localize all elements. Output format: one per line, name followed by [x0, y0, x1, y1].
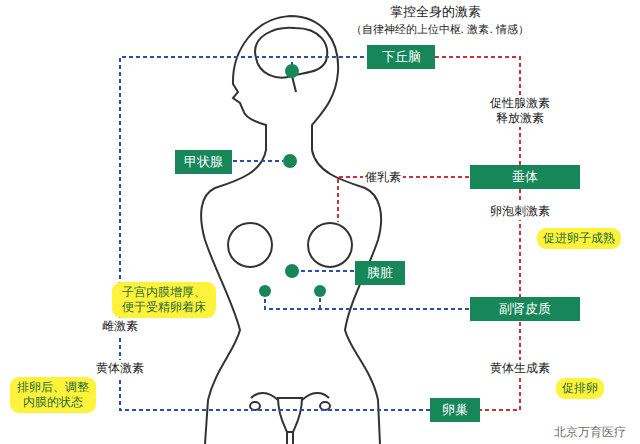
- node-text-group: 垂体: [512, 168, 538, 186]
- hormone-label: 促性腺激素释放激素: [487, 95, 553, 127]
- hormone-pathway: [120, 57, 430, 410]
- breast: [308, 223, 352, 267]
- node-text: 促进卵子成熟: [543, 231, 615, 246]
- node-text: 副肾皮质: [499, 300, 551, 318]
- brain: [255, 28, 327, 78]
- hormone-organ-box: 卵巢: [430, 398, 480, 422]
- hormone-organ-box: 甲状腺: [175, 150, 232, 174]
- brainstem: [292, 76, 296, 92]
- node-text: 排卵后、调整内膜的状态: [16, 380, 90, 410]
- subtitle: （自律神经的上位中枢. 激素. 情感）: [349, 22, 532, 38]
- node-text: 甲状腺: [184, 153, 223, 171]
- organ-dots: [259, 64, 326, 297]
- hormone-label: 雌激素: [100, 318, 140, 335]
- node-text: 促排卵: [562, 381, 598, 396]
- node-text-group: 胰脏: [367, 264, 393, 282]
- node-text: 垂体: [512, 168, 538, 186]
- node-text-group: 下丘脑: [382, 48, 421, 66]
- node-text: 下丘脑: [382, 48, 421, 66]
- hormone-label: 黄体激素: [94, 360, 146, 377]
- uterus: [250, 393, 330, 444]
- note-callout: 排卵后、调整内膜的状态: [10, 377, 96, 413]
- node-text-group: 卵巢: [442, 401, 468, 419]
- leader-lines: [233, 60, 469, 309]
- node-text-group: 副肾皮质: [499, 300, 551, 318]
- note-callout: 子宫内膜增厚、便于受精卵着床: [112, 282, 216, 318]
- node-text-group: 促进卵子成熟: [543, 231, 615, 246]
- hormone-label: 催乳素: [363, 169, 403, 186]
- hormone-label: 卵泡刺激素: [488, 203, 552, 220]
- hormone-organ-box: 下丘脑: [367, 45, 435, 69]
- body-silhouette: [201, 16, 381, 444]
- watermark: 北京万育医疗: [552, 424, 628, 441]
- node-text: 胰脏: [367, 264, 393, 282]
- diagram-title: 掌控全身的激素: [390, 3, 481, 21]
- hormone-organ-box: 胰脏: [355, 261, 405, 285]
- node-text-group: 甲状腺: [184, 153, 223, 171]
- note-callout: 促排卵: [556, 378, 604, 399]
- node-text: 卵巢: [442, 401, 468, 419]
- node-text-group: 促排卵: [562, 381, 598, 396]
- node-text-group: 子宫内膜增厚、便于受精卵着床: [118, 285, 210, 315]
- hormone-label: 黄体生成素: [488, 360, 552, 377]
- note-callout: 促进卵子成熟: [537, 228, 621, 249]
- node-text: 子宫内膜增厚、便于受精卵着床: [118, 285, 210, 315]
- breast: [228, 223, 272, 267]
- hormone-organ-box: 副肾皮质: [470, 297, 580, 321]
- hormone-organ-box: 垂体: [470, 165, 580, 189]
- node-text-group: 排卵后、调整内膜的状态: [16, 380, 90, 410]
